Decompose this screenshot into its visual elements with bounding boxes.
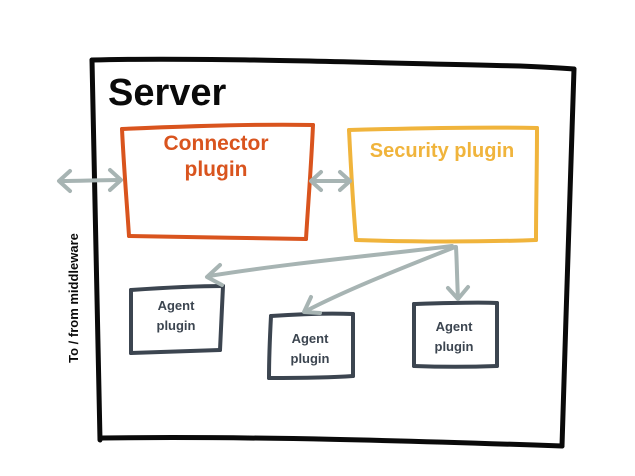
connector-plugin-box bbox=[120, 122, 315, 241]
server-title: Server bbox=[108, 72, 227, 114]
connector-plugin-label-line1: Connector bbox=[164, 132, 269, 155]
middleware-label: To / from middleware bbox=[66, 233, 81, 363]
server-frame bbox=[89, 56, 577, 449]
security-to-agent-2-arrow bbox=[302, 245, 457, 315]
agent-plugin-box-3 bbox=[411, 300, 500, 369]
agent-plugin-3-line2: plugin bbox=[435, 339, 474, 354]
security-to-agent-3-arrow bbox=[446, 245, 470, 301]
agent-plugin-box-1 bbox=[129, 284, 225, 355]
middleware-double-arrow bbox=[57, 168, 123, 193]
security-plugin-label: Security plugin bbox=[370, 140, 514, 162]
connector-security-double-arrow bbox=[309, 170, 352, 192]
agent-plugin-1-line2: plugin bbox=[157, 318, 196, 333]
security-plugin-box bbox=[347, 125, 539, 244]
connector-plugin-label-line2: plugin bbox=[185, 158, 248, 181]
agent-plugin-2-line2: plugin bbox=[291, 351, 330, 366]
agent-plugin-3-line1: Agent bbox=[436, 319, 474, 334]
agent-plugin-1-line1: Agent bbox=[158, 298, 196, 313]
security-to-agent-1-arrow bbox=[205, 244, 454, 287]
agent-plugin-2-line1: Agent bbox=[292, 331, 330, 346]
